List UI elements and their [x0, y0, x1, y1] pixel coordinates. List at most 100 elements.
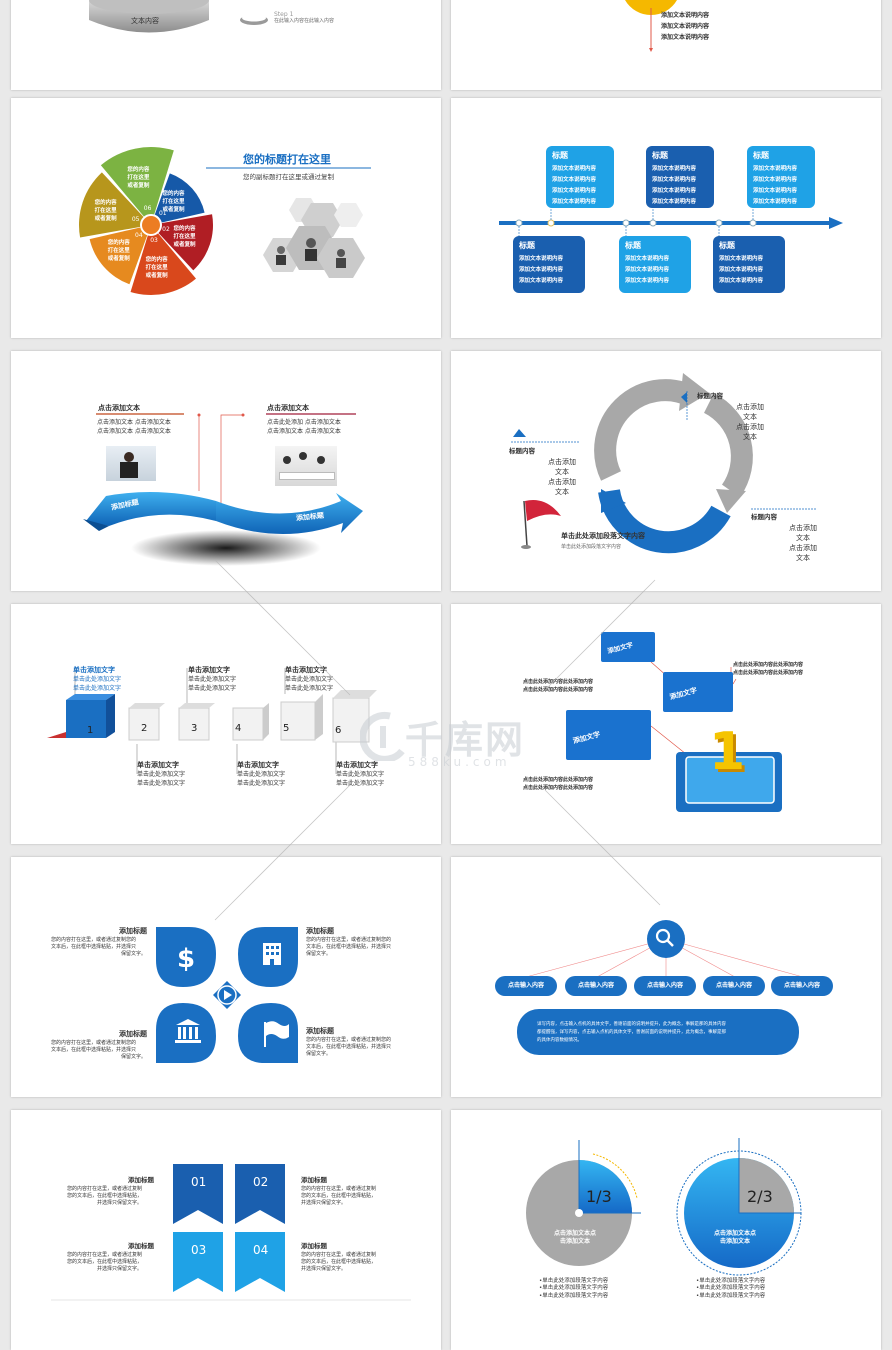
label-left: 标题内容 [509, 447, 535, 455]
pill-5[interactable]: 点击输入内容 [771, 976, 833, 996]
bottom-item-3-line: 单击此处添加文字 [336, 780, 385, 787]
pill-1[interactable]: 点击输入内容 [495, 976, 557, 996]
item-4-title: 添加标题 [306, 1027, 334, 1035]
timeline-box-line: 添加文本说明内容 [719, 267, 764, 273]
timeline-box-line: 添加文本说明内容 [753, 166, 798, 172]
ribbon-num-4: 04 [253, 1243, 269, 1257]
item-1-title: 添加标题 [119, 927, 147, 935]
pie-2-fraction: 2/3 [747, 1187, 773, 1206]
timeline-box-line: 添加文本说明内容 [625, 267, 670, 273]
pie-segment [130, 225, 196, 295]
timeline-box-5[interactable]: 标题 添加文本说明内容 添加文本说明内容 添加文本说明内容 [619, 236, 691, 293]
timeline-box-line: 添加文本说明内容 [753, 177, 798, 183]
bottom-item-2-title: 单击添加文字 [237, 761, 279, 769]
timeline-box-title: 标题 [753, 151, 769, 160]
slide-thumbnail-6[interactable]: 标题内容 标题内容 标题内容 点击添加文本点击添加文本 点击添加文本点击添加文本… [451, 351, 881, 591]
slide-thumbnail-11[interactable]: 01 02 03 04 添加标题 您的内容打在这里，或者通过复制您的文本后，在此… [11, 1110, 441, 1350]
item-4-text: 您的内容打在这里，或者通过复制您的文本后，在此框中选择粘贴，并选择只保留文字。 [306, 1037, 392, 1057]
step-desc: 在此输入内容在此输入内容 [274, 18, 335, 24]
bottom-item-3-title: 单击添加文字 [336, 761, 378, 769]
slide2-line-1: 添加文本说明内容 [661, 12, 710, 19]
pie-1-fraction: 1/3 [586, 1187, 612, 1206]
item-3-title: 添加标题 [128, 1242, 154, 1250]
text-left-bottom-1: 点击此处添加内容此处添加内容 [523, 777, 594, 783]
ribbon-banners-graphic [51, 1164, 411, 1301]
tag-3-label: 添加文字 [572, 730, 602, 746]
timeline-box-title: 标题 [625, 241, 641, 250]
slide-thumbnail-2[interactable]: 添加文本说明内容 添加文本说明内容 添加文本说明内容 [451, 0, 881, 90]
tag-1-label: 添加文字 [606, 640, 634, 656]
timeline-box-line: 添加文本说明内容 [652, 199, 697, 205]
tag-connectors [650, 661, 782, 812]
text-left-top-2: 点击此处添加内容此处添加内容 [523, 687, 594, 693]
slide-thumbnail-10[interactable]: 点击输入内容 点击输入内容 点击输入内容 点击输入内容 点击输入内容 详写内容，… [451, 857, 881, 1097]
item-2-text: 您的内容打在这里，或者通过复制您的文本后，在此框中选择粘贴，并选择只保留文字。 [301, 1186, 377, 1206]
slide-thumbnail-1[interactable]: 文本内容 Step 1 在此输入内容在此输入内容 [11, 0, 441, 90]
timeline-box-title: 标题 [652, 151, 668, 160]
right-line-1: 点击此处添加 点击添加文本 [267, 419, 341, 426]
item-4-text: 您的内容打在这里，或者通过复制您的文本后，在此框中选择粘贴，并选择只保留文字。 [301, 1252, 377, 1272]
slide-thumbnail-4[interactable]: 标题 添加文本说明内容 添加文本说明内容 添加文本说明内容 添加文本说明内容 标… [451, 98, 881, 338]
top-item-3-line: 单击此处添加文字 [285, 685, 334, 692]
timeline-box-1[interactable]: 标题 添加文本说明内容 添加文本说明内容 添加文本说明内容 添加文本说明内容 [546, 146, 614, 208]
timeline-box-line: 添加文本说明内容 [652, 188, 697, 194]
slide-thumbnail-5[interactable]: 点击添加文本 点击添加文本 点击添加文本 点击添加文本 点击添加文本 点击添加文… [11, 351, 441, 591]
label-right: 标题内容 [751, 513, 777, 521]
timeline-box-title: 标题 [552, 151, 568, 160]
bottom-item-1-line: 单击此处添加文字 [137, 780, 186, 787]
right-title: 点击添加文本 [267, 404, 309, 412]
slide-thumbnail-9[interactable]: $ 添加标题 您的内容打在这里，或者通过复制您的文本后，在此框中选择粘贴，并选择… [11, 857, 441, 1097]
tag-1[interactable]: 添加文字 [601, 632, 655, 662]
timeline-box-6[interactable]: 标题 添加文本说明内容 添加文本说明内容 添加文本说明内容 [713, 236, 785, 293]
search-tree-graphic [517, 920, 804, 1055]
top-item-1-title: 单击添加文字 [73, 666, 115, 674]
timeline-box-line: 添加文本说明内容 [625, 256, 670, 262]
item-3-text: 您的内容打在这里，或者通过复制您的文本后，在此框中选择粘贴，并选择只保留文字。 [67, 1252, 143, 1272]
svg-text:$: $ [177, 944, 195, 974]
timeline-box-2[interactable]: 标题 添加文本说明内容 添加文本说明内容 添加文本说明内容 添加文本说明内容 [646, 146, 714, 208]
pie-segment-label: 您的内容打在这里或者复制 [94, 199, 117, 222]
step-number: 3 [191, 723, 198, 734]
pie-segment-number: 03 [150, 236, 158, 244]
timeline-box-line: 添加文本说明内容 [753, 199, 798, 205]
fraction-pies-graphic [526, 1138, 802, 1276]
timeline-box-3[interactable]: 标题 添加文本说明内容 添加文本说明内容 添加文本说明内容 添加文本说明内容 [747, 146, 815, 208]
pie-segment [151, 173, 205, 225]
timeline-box-line: 添加文本说明内容 [552, 177, 597, 183]
pie-segment-label: 您的内容打在这里或者复制 [127, 166, 150, 189]
cycle-arrows-graphic [511, 373, 816, 554]
slide3-title: 您的标题打在这里 [243, 153, 331, 166]
item-1-title: 添加标题 [128, 1176, 154, 1184]
item-1-text: 您的内容打在这里，或者通过复制您的文本后，在此框中选择粘贴，并选择只保留文字。 [67, 1186, 143, 1206]
four-petal-graphic: $ [156, 927, 298, 1063]
pie-segment [151, 214, 213, 271]
item-1-text: 您的内容打在这里，或者通过复制您的文本后，在此框中选择粘贴，并选择只保留文字。 [51, 937, 147, 957]
pill-4[interactable]: 点击输入内容 [703, 976, 765, 996]
slide-thumbnail-8[interactable]: 添加文字 添加文字 添加文字 1 点击此处添加内容此处添加内容 点击此处添加内容… [451, 604, 881, 844]
pie-1-label: 点击添加文本点击添加文本 [554, 1230, 597, 1246]
pill-3[interactable]: 点击输入内容 [634, 976, 696, 996]
pie-segment [79, 172, 151, 238]
text-right-1: 点击此处添加内容此处添加内容 [733, 662, 804, 668]
pie-segment-number: 05 [131, 215, 140, 223]
slide2-line-3: 添加文本说明内容 [661, 34, 710, 41]
pie-segment-label: 您的内容打在这里或者复制 [145, 256, 168, 279]
pie-segment-label: 您的内容打在这里或者复制 [173, 226, 196, 249]
slide-thumbnail-12[interactable]: 1/3 2/3 点击添加文本点击添加文本 点击添加文本点击添加文本 •单击此处添… [451, 1110, 881, 1350]
pill-2[interactable]: 点击输入内容 [565, 976, 627, 996]
pie-1-bullets: •单击此处添加段落文字内容•单击此处添加段落文字内容•单击此处添加段落文字内容 [539, 1278, 609, 1299]
timeline-box-line: 添加文本说明内容 [519, 267, 564, 273]
main-subtitle: 单击此处添加段落文字内容 [561, 544, 622, 550]
yellow-circle-graphic [625, 0, 677, 52]
text-right: 点击添加文本点击添加文本 [789, 524, 817, 562]
top-item-2-title: 单击添加文字 [188, 666, 230, 674]
ribbon-num-3: 03 [191, 1243, 207, 1257]
tag-3[interactable]: 添加文字 [566, 710, 651, 760]
timeline-box-4[interactable]: 标题 添加文本说明内容 添加文本说明内容 添加文本说明内容 [513, 236, 585, 293]
pie-segment-label: 您的内容打在这里或者复制 [107, 239, 130, 262]
text-top: 点击添加文本点击添加文本 [736, 403, 764, 441]
tag-2[interactable]: 添加文字 [663, 672, 733, 712]
text-left-bottom-2: 点击此处添加内容此处添加内容 [523, 785, 594, 791]
